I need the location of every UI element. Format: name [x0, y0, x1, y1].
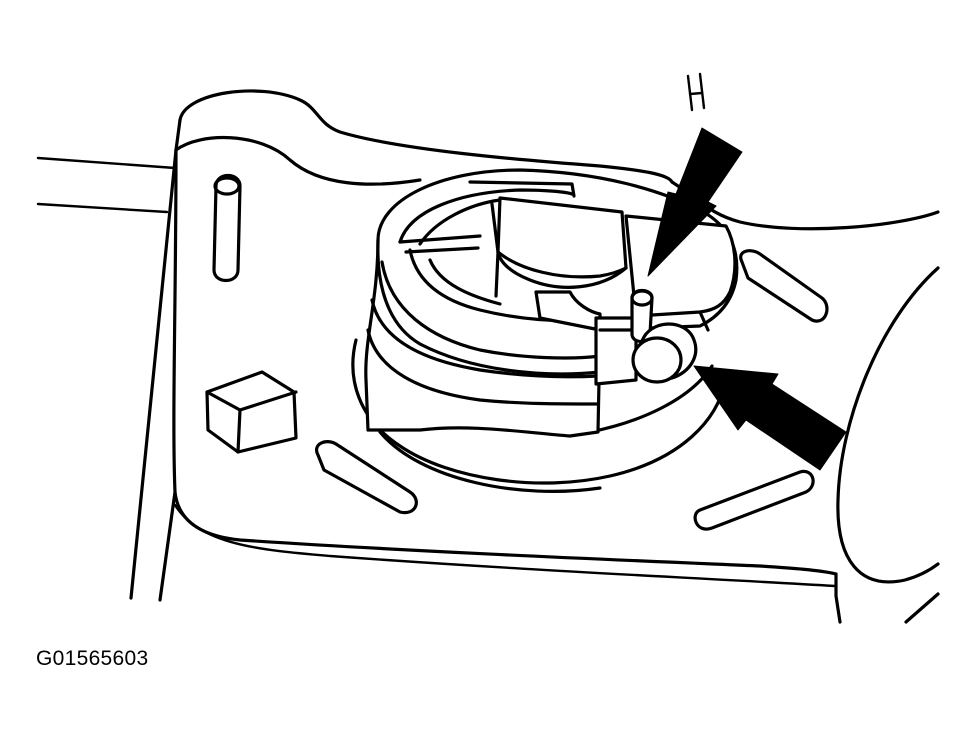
housing-plate	[129, 89, 842, 624]
slot-left	[315, 440, 418, 515]
figure-code: G01565603	[36, 647, 149, 670]
upper-pointer-arrow	[647, 127, 743, 277]
small-cube	[205, 370, 298, 454]
lower-pointer-arrow	[693, 365, 847, 471]
dowel-pin	[212, 173, 242, 283]
slot-right-upper	[739, 249, 829, 323]
roller	[631, 322, 698, 384]
slot-right-lower	[693, 469, 815, 531]
rotary-switch-assembly	[351, 168, 739, 494]
